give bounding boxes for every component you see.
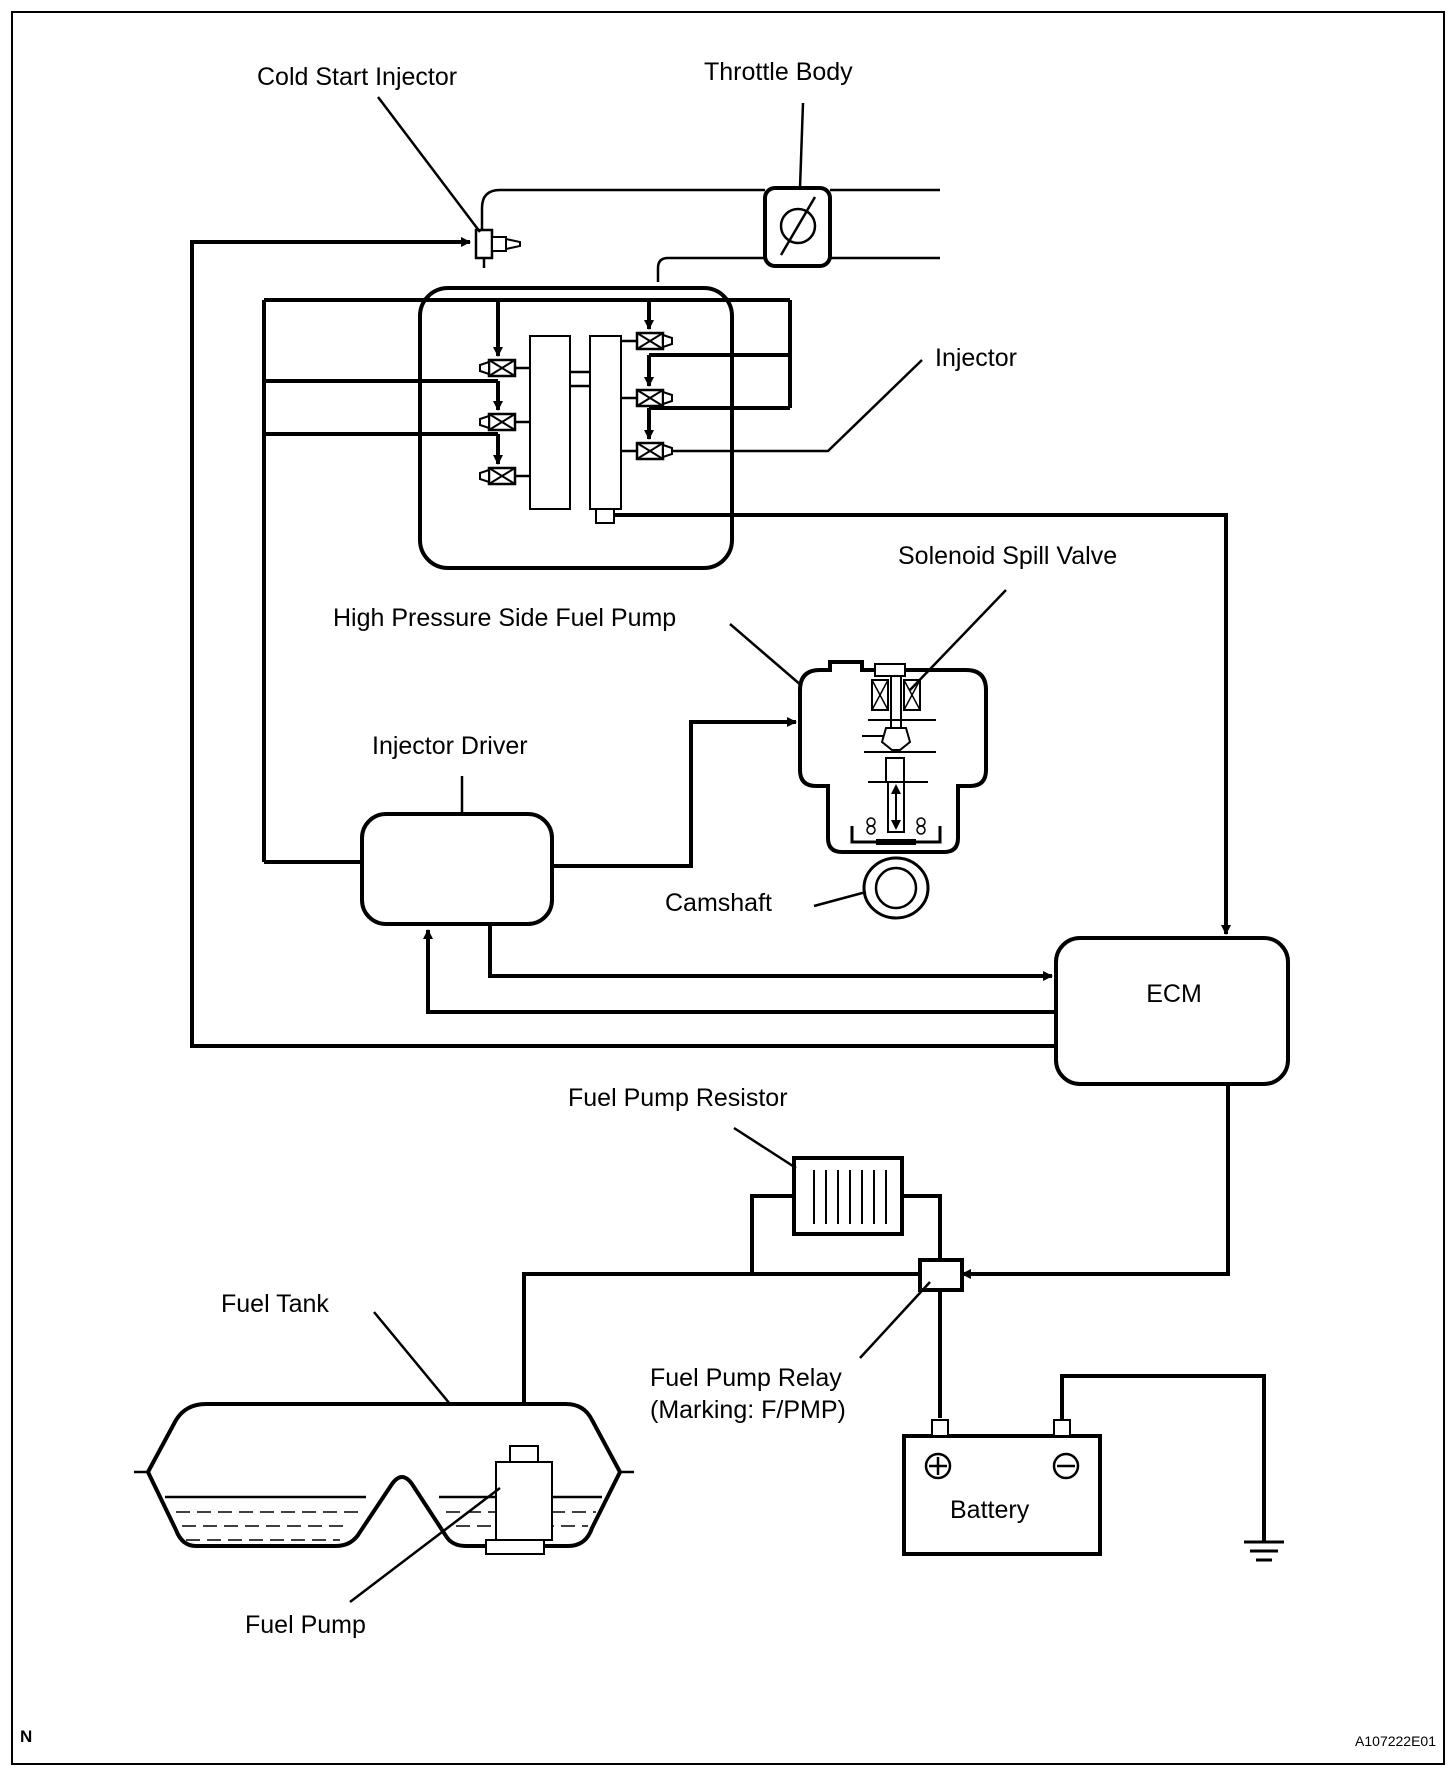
- relay-to-pump-wire: [519, 1272, 752, 1443]
- solenoid-spill-valve-label: Solenoid Spill Valve: [898, 542, 1117, 570]
- figure-code: A107222E01: [1355, 1733, 1436, 1749]
- injector-left-2: [480, 414, 530, 430]
- fuel-pump-resistor: [792, 1156, 904, 1236]
- injector-right-2: [621, 388, 674, 408]
- high-pressure-pump-label: High Pressure Side Fuel Pump: [333, 604, 676, 632]
- injector-right-3: [621, 441, 674, 461]
- fuel-tank: [134, 1402, 634, 1548]
- high-pressure-fuel-pump: [798, 660, 988, 854]
- injector-leader: [672, 359, 923, 453]
- ground-icon: [1244, 1540, 1284, 1562]
- injector-right-1: [621, 331, 674, 351]
- camshaft: [813, 856, 930, 920]
- injector-label: Injector: [935, 344, 1017, 372]
- solenoid-spill-valve-leader: [909, 589, 1007, 691]
- fuel-pump-relay-marking-label: (Marking: F/PMP): [650, 1396, 846, 1424]
- cold-start-injector: [377, 96, 521, 268]
- high-pressure-pump-leader: [729, 623, 803, 687]
- resistor-wiring: [750, 1194, 942, 1276]
- page-frame: [11, 11, 1445, 1765]
- fuel-pump-label: Fuel Pump: [245, 1611, 366, 1639]
- fuel-pump: [485, 1445, 553, 1555]
- ecm-to-relay-wire: [961, 1084, 1230, 1279]
- injector-left-3: [480, 468, 530, 484]
- battery-ground-wire: [1060, 1374, 1266, 1542]
- fuel-tank-label: Fuel Tank: [221, 1290, 329, 1318]
- ecm-label: ECM: [1146, 980, 1202, 1008]
- fuel-pump-relay-leader: [859, 1281, 931, 1359]
- driver-to-ecm-wire: [488, 924, 1053, 981]
- corner-letter: N: [20, 1727, 32, 1746]
- battery-positive-terminal-icon: [924, 1452, 952, 1480]
- fuel-rails: [529, 335, 622, 524]
- injector-driver-label: Injector Driver: [372, 732, 528, 760]
- throttle-body: [763, 102, 832, 268]
- fuel-pump-resistor-label: Fuel Pump Resistor: [568, 1084, 788, 1112]
- throttle-body-label: Throttle Body: [704, 58, 853, 86]
- battery-label: Battery: [950, 1496, 1030, 1524]
- fuel-tank-leader: [373, 1311, 451, 1405]
- fuel-pump-leader: [349, 1487, 501, 1603]
- camshaft-label: Camshaft: [665, 889, 772, 917]
- engine-block: [418, 286, 734, 570]
- fuel-pump-resistor-leader: [733, 1126, 797, 1170]
- intake-manifold: [480, 188, 940, 282]
- driver-to-pump-wire: [552, 717, 797, 868]
- injector-left-1: [480, 360, 530, 376]
- ecm: [1054, 936, 1290, 1086]
- fuel-pump-relay-label: Fuel Pump Relay: [650, 1364, 842, 1392]
- battery-negative-terminal-icon: [1052, 1452, 1080, 1480]
- battery: [902, 1419, 1102, 1556]
- rail-sensor-wire: [614, 513, 1231, 935]
- cold-start-injector-label: Cold Start Injector: [257, 63, 457, 91]
- injector-wiring: [262, 298, 792, 864]
- ecm-to-driver-wire: [423, 929, 1056, 1014]
- cold-start-wire: [190, 237, 1056, 1048]
- injector-driver: [360, 812, 554, 926]
